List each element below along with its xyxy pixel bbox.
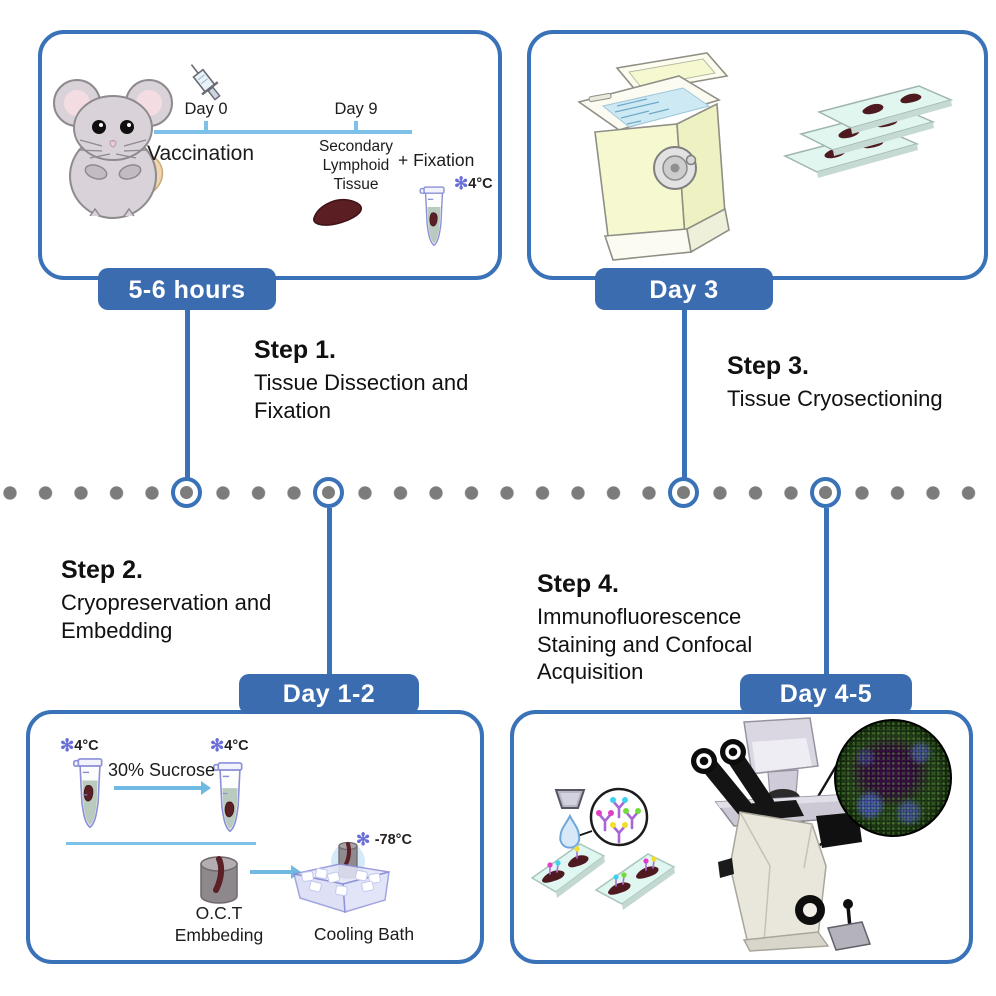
panel-cryopreservation-embedding: ✻4°C ✻4°C 30% Sucrose <box>26 710 484 964</box>
timeline-ring-step2 <box>313 477 344 508</box>
stage-badge-hours: 5-6 hours <box>98 268 276 310</box>
step-desc: Immunofluorescence Staining and Confocal… <box>537 604 753 684</box>
tube-icon <box>212 762 243 833</box>
step1-text: Step 1. Tissue Dissection and Fixation <box>254 336 504 424</box>
temp-value: -78°C <box>374 832 412 848</box>
day9-label: Day 9 <box>334 100 378 118</box>
step3-text: Step 3. Tissue Cryosectioning <box>727 352 977 413</box>
temp-value: 4°C <box>74 738 99 754</box>
snowflake-icon: ✻ <box>60 736 75 755</box>
step-desc: Tissue Cryosectioning <box>727 386 943 411</box>
connector-line-step1 <box>185 306 190 478</box>
syringe-icon <box>190 64 221 101</box>
timeline-tick-day0 <box>204 121 208 131</box>
stage-badge-day4-5: Day 4-5 <box>740 674 912 714</box>
snowflake-icon: ✻ <box>210 736 225 755</box>
sucrose-label: 30% Sucrose <box>108 760 216 780</box>
panel-tissue-dissection: Day 0 Day 9 Vaccination Secondary Lympho… <box>38 30 502 280</box>
cooling-bath-label: Cooling Bath <box>313 924 415 944</box>
temp-value: 4°C <box>224 738 249 754</box>
step-title: Step 4. <box>537 570 619 598</box>
panel-tissue-cryosectioning <box>527 30 988 280</box>
panel-if-staining-confocal <box>510 710 973 964</box>
stage-badge-day1-2: Day 1-2 <box>239 674 419 714</box>
temp-value: 4°C <box>468 176 493 192</box>
timeline-ring-step4 <box>810 477 841 508</box>
temp-label-bath: ✻ -78°C <box>356 830 412 850</box>
temp-label-4c: ✻4°C <box>454 174 493 194</box>
timeline-tick-day9 <box>354 121 358 131</box>
temp-label-tube1: ✻4°C <box>60 736 99 756</box>
snowflake-icon: ✻ <box>356 830 371 849</box>
fixation-label: + Fixation <box>398 150 475 170</box>
stage-badge-day3: Day 3 <box>595 268 773 310</box>
cooling-bath-icon <box>292 841 390 914</box>
step4-text: Step 4. Immunofluorescence Staining and … <box>537 570 789 686</box>
connector-line-step2 <box>327 508 332 676</box>
antibody-inset-icon <box>589 787 649 847</box>
microscope-icon <box>691 717 874 952</box>
transfer-arrow <box>250 865 301 878</box>
tube-icon <box>72 758 103 829</box>
divider-line <box>66 842 256 845</box>
label-line: O.C.T <box>195 903 243 923</box>
label-line: Tissue <box>333 176 379 193</box>
step-desc: Cryopreservation and Embedding <box>61 590 272 643</box>
dropper-icon <box>554 789 586 849</box>
slides-stack-icon <box>782 85 954 178</box>
step-title: Step 3. <box>727 352 809 380</box>
temp-label-tube2: ✻4°C <box>210 736 249 756</box>
stained-slide-icon <box>530 843 606 898</box>
mouse-icon <box>53 79 173 219</box>
spleen-tissue-icon <box>313 198 362 226</box>
label-line: Lymphoid <box>322 157 390 174</box>
connector-line-step3 <box>682 306 687 478</box>
secondary-lymphoid-label: Secondary Lymphoid Tissue <box>306 137 406 194</box>
stained-slide-icon <box>594 853 676 910</box>
step-title: Step 1. <box>254 336 336 364</box>
timeline-ring-step3 <box>668 477 699 508</box>
cryostat-icon <box>577 52 730 261</box>
label-line: Embbeding <box>174 925 264 945</box>
sucrose-arrow <box>114 781 211 794</box>
step2-text: Step 2. Cryopreservation and Embedding <box>61 556 306 644</box>
timeline-dots <box>0 486 996 500</box>
day0-label: Day 0 <box>184 100 228 118</box>
oct-mold-icon <box>200 856 238 904</box>
label-line: Secondary <box>318 138 394 155</box>
step-title: Step 2. <box>61 556 143 584</box>
vaccination-label: Vaccination <box>147 142 255 165</box>
step-desc: Tissue Dissection and Fixation <box>254 370 469 423</box>
confocal-image <box>834 719 952 837</box>
timeline-axis <box>154 130 412 134</box>
timeline-ring-step1 <box>171 477 202 508</box>
tube-icon <box>419 186 445 247</box>
snowflake-icon: ✻ <box>454 174 469 193</box>
oct-embedding-label: O.C.T Embbeding <box>156 902 282 946</box>
connector-line-step4 <box>824 508 829 676</box>
